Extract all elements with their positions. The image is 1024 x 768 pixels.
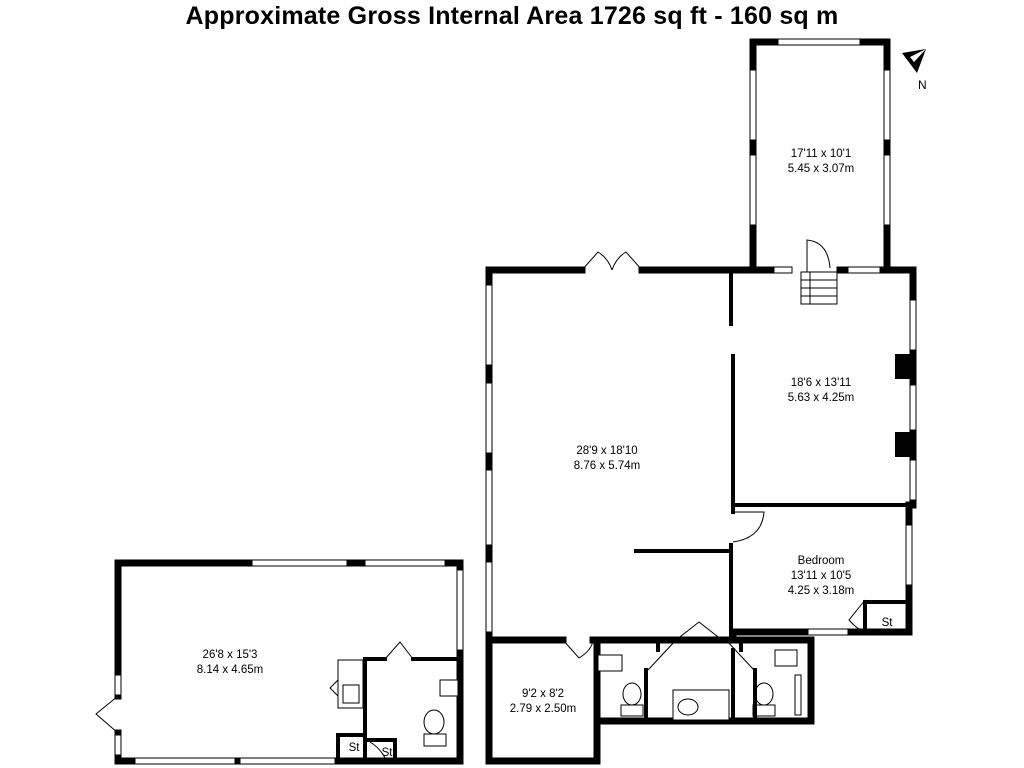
north-label: N bbox=[918, 78, 927, 92]
annexe-shower-room: St St bbox=[329, 641, 460, 763]
dimension-metric: 5.45 x 3.07m bbox=[788, 163, 854, 175]
conservatory-windows bbox=[749, 38, 891, 274]
bathroom-fixtures bbox=[597, 648, 798, 723]
right-windows bbox=[794, 299, 917, 716]
room-label-bedroom: Bedroom 13'11 x 10'5 4.25 x 3.18m bbox=[788, 555, 854, 597]
dimension-imperial: 13'11 x 10'5 bbox=[791, 570, 851, 582]
dimension-imperial: 28'9 x 18'10 bbox=[576, 445, 637, 457]
main-room-windows bbox=[485, 284, 493, 633]
chimney-breast-2 bbox=[895, 432, 913, 457]
dimension-imperial: 26'8 x 15'3 bbox=[203, 649, 258, 661]
page-title: Approximate Gross Internal Area 1726 sq … bbox=[185, 2, 839, 30]
room-label-main-room: 28'9 x 18'10 8.76 x 5.74m bbox=[574, 445, 640, 472]
dimension-imperial: 17'11 x 10'1 bbox=[791, 148, 851, 160]
dimension-metric: 4.25 x 3.18m bbox=[788, 585, 854, 597]
room-label-reception: 18'6 x 13'11 5.63 x 4.25m bbox=[788, 377, 854, 404]
french-doors bbox=[581, 251, 643, 271]
room-label-conservatory: 17'11 x 10'1 5.45 x 3.07m bbox=[788, 148, 854, 175]
room-label-small-room: 9'2 x 8'2 2.79 x 2.50m bbox=[510, 688, 576, 715]
north-arrow-icon: N bbox=[902, 49, 927, 92]
dimension-imperial: 9'2 x 8'2 bbox=[522, 688, 564, 700]
annexe-outline bbox=[95, 559, 464, 765]
chimney-breast bbox=[895, 354, 913, 379]
dimension-metric: 5.63 x 4.25m bbox=[788, 392, 854, 404]
room-label-annexe: 26'8 x 15'3 8.14 x 4.65m bbox=[197, 649, 263, 676]
door-swings bbox=[562, 511, 866, 671]
annexe-store-label-2: St bbox=[382, 747, 394, 759]
dimension-imperial: 18'6 x 13'11 bbox=[791, 377, 851, 389]
annexe-store-label-1: St bbox=[349, 742, 361, 754]
store-label: St bbox=[882, 617, 894, 629]
dimension-metric: 8.76 x 5.74m bbox=[574, 460, 640, 472]
stairs bbox=[800, 239, 838, 305]
dimension-metric: 8.14 x 4.65m bbox=[197, 664, 263, 676]
dimension-metric: 2.79 x 2.50m bbox=[510, 703, 576, 715]
room-name: Bedroom bbox=[798, 555, 845, 567]
bedroom-store: St bbox=[863, 600, 911, 634]
internal-walls bbox=[634, 270, 913, 652]
